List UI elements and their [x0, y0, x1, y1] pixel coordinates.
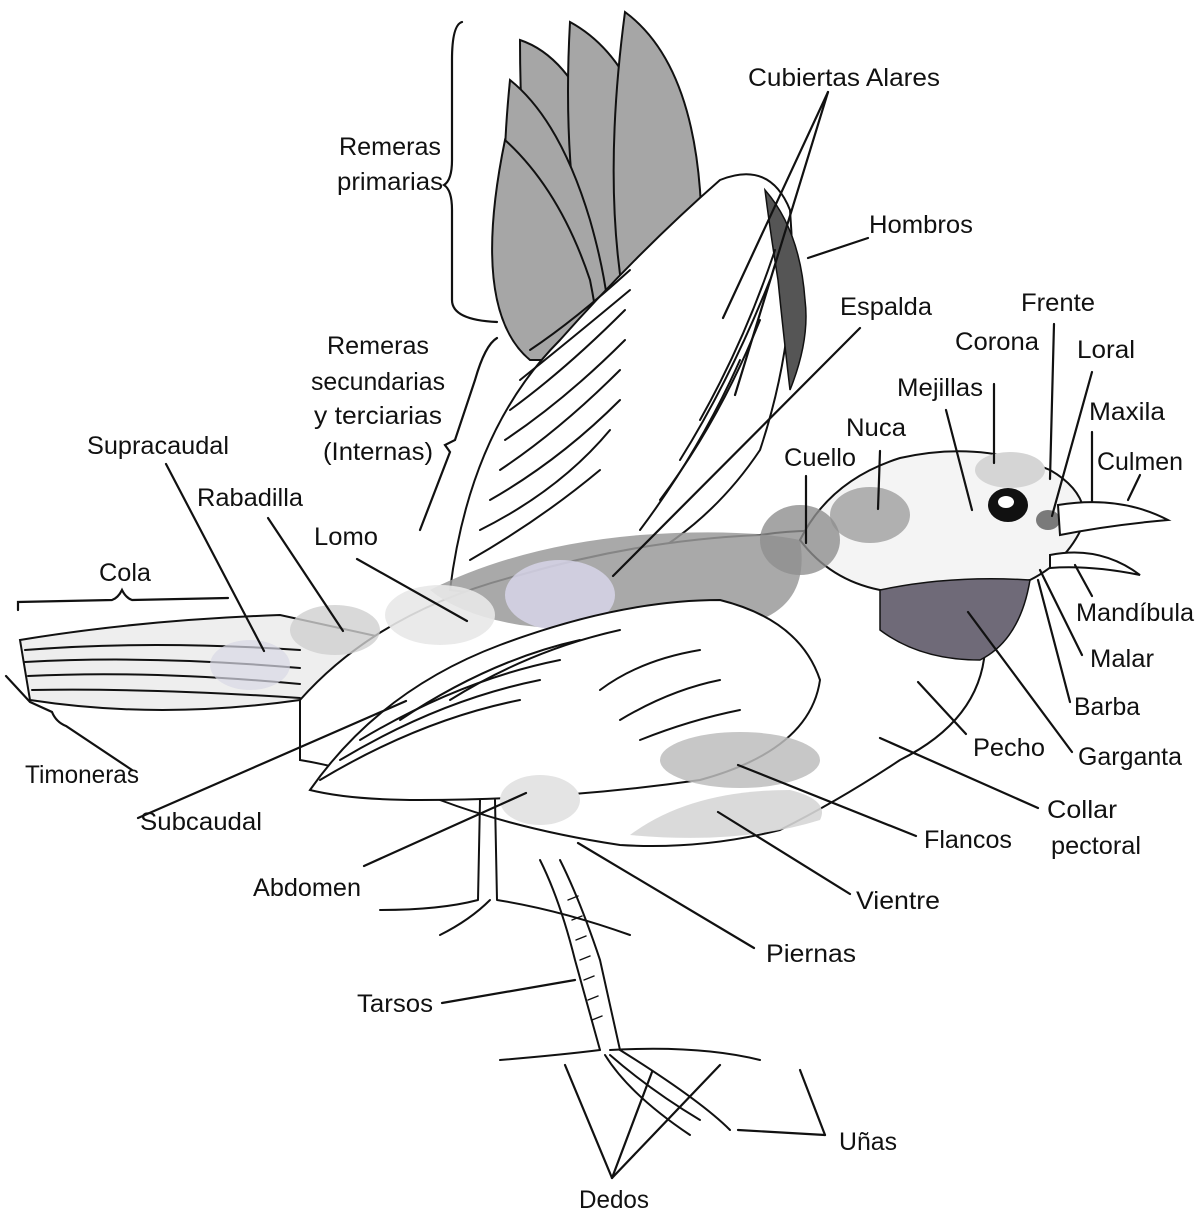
label-frente: Frente: [1021, 289, 1095, 317]
legs: [380, 800, 760, 1135]
eye: [988, 488, 1028, 522]
label-remeras-sec-1: Remeras: [327, 332, 429, 360]
label-garganta: Garganta: [1078, 743, 1182, 771]
label-corona: Corona: [955, 328, 1039, 356]
label-piernas: Piernas: [766, 940, 856, 968]
label-culmen: Culmen: [1097, 448, 1183, 476]
label-supracaudal: Supracaudal: [87, 432, 229, 460]
label-dedos: Dedos: [579, 1186, 649, 1214]
label-timoneras: Timoneras: [25, 761, 139, 789]
label-abdomen: Abdomen: [253, 874, 361, 902]
label-remeras-primarias-1: Remeras: [339, 133, 441, 161]
label-remeras-sec-2: secundarias: [311, 368, 445, 396]
label-subcaudal: Subcaudal: [140, 808, 262, 836]
label-flancos: Flancos: [924, 826, 1012, 854]
label-espalda: Espalda: [840, 293, 932, 321]
label-pecho: Pecho: [973, 734, 1045, 762]
label-hombros: Hombros: [869, 211, 973, 239]
label-remeras-primarias-2: primarias: [337, 168, 443, 196]
label-collar-2: pectoral: [1051, 832, 1141, 860]
label-loral: Loral: [1077, 336, 1135, 364]
label-collar-1: Collar: [1047, 796, 1117, 824]
label-barba: Barba: [1074, 693, 1140, 721]
label-lomo: Lomo: [314, 523, 378, 551]
label-remeras-sec-3: y terciarias: [314, 402, 442, 430]
label-cubiertas-alares: Cubiertas Alares: [748, 64, 940, 92]
label-remeras-sec-4: (Internas): [323, 438, 433, 466]
bracket-remeras-primarias: [444, 22, 497, 322]
label-nuca: Nuca: [846, 414, 906, 442]
label-maxila: Maxila: [1089, 398, 1165, 426]
label-mandibula: Mandíbula: [1076, 599, 1194, 627]
label-cuello: Cuello: [784, 444, 856, 472]
label-unas: Uñas: [839, 1128, 897, 1156]
label-cola: Cola: [99, 559, 151, 587]
bird-illustration: [20, 12, 1168, 1135]
label-tarsos: Tarsos: [357, 990, 433, 1018]
bracket-cola: [18, 590, 228, 610]
label-vientre: Vientre: [856, 887, 940, 915]
label-malar: Malar: [1090, 645, 1154, 673]
label-rabadilla: Rabadilla: [197, 484, 303, 512]
label-mejillas: Mejillas: [897, 374, 983, 402]
